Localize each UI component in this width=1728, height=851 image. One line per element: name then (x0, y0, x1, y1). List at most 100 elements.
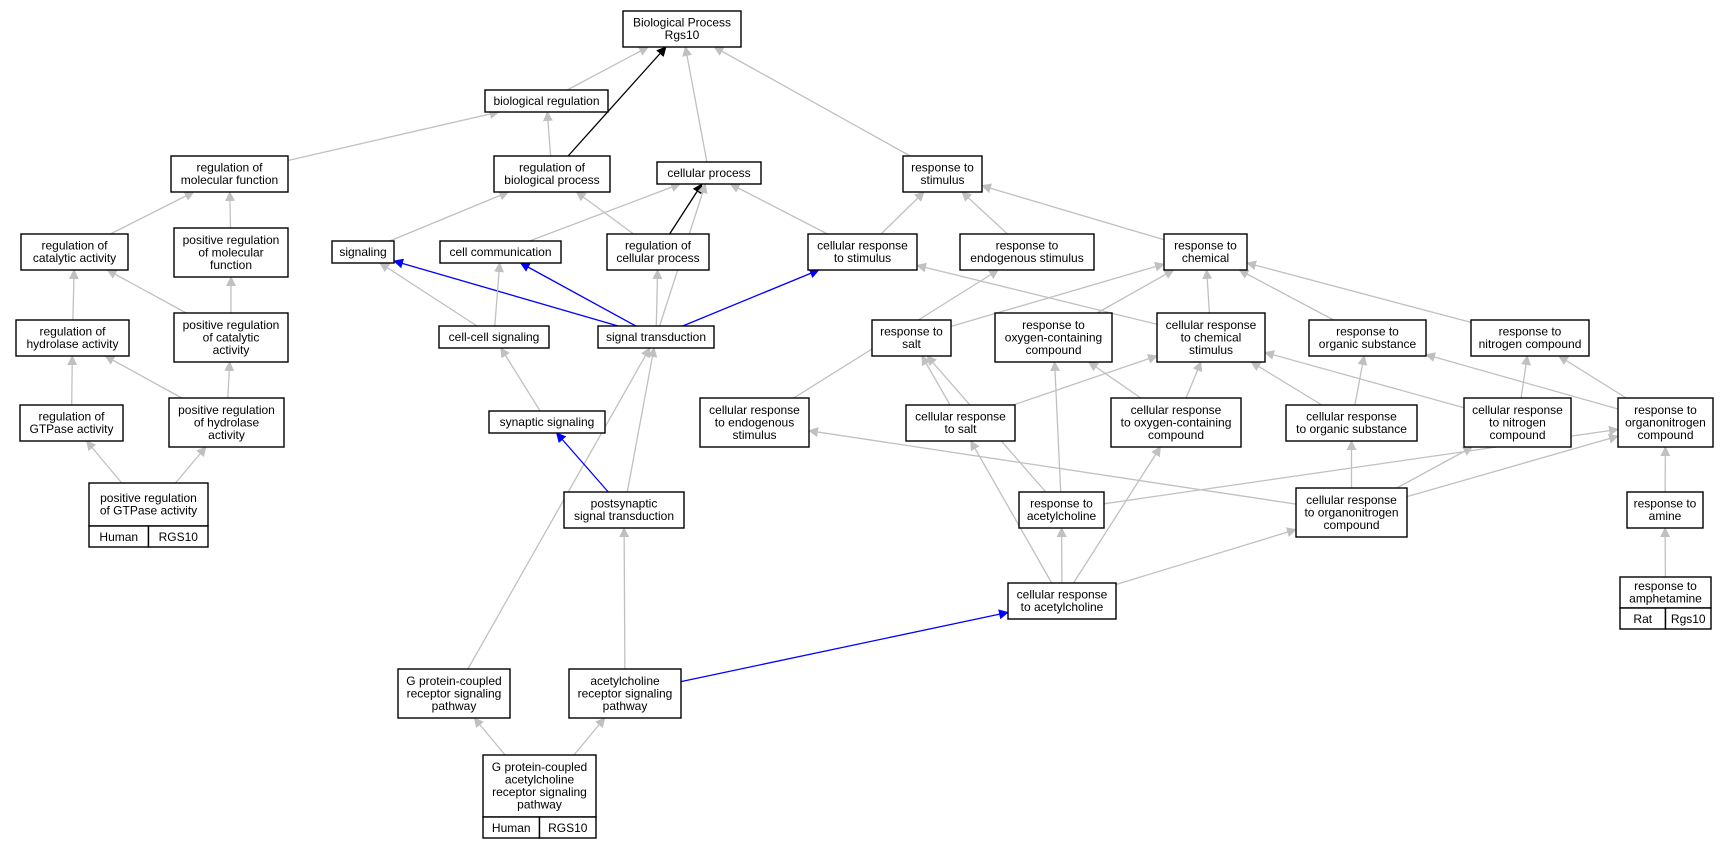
edge-resp_organonitro-to-resp_nitro (1558, 355, 1627, 399)
go-term-signal-transduction[interactable]: signal transduction (597, 325, 715, 349)
term-label-line: positive regulation (183, 233, 280, 247)
edge-cell_resp_oxy-to-cell_resp_chem (1185, 361, 1203, 399)
edge-cell_resp_salt-to-cell_resp_chem (1012, 354, 1158, 406)
edge-syn_sig-to-cc_signaling (500, 347, 541, 412)
edge-resp_organonitro-to-resp_org (1425, 352, 1619, 410)
term-label-line: to endogenous (715, 415, 794, 429)
term-box (568, 668, 682, 719)
term-label-line: to nitrogen (1489, 415, 1546, 429)
go-term-synaptic-signaling[interactable]: synaptic signaling (488, 410, 606, 434)
edge-sig_trans-to-reg_cell_proc (652, 269, 663, 327)
term-label-line: regulation of (41, 239, 108, 253)
term-label-line: cellular response (709, 403, 800, 417)
term-label-line: signaling (339, 245, 386, 259)
term-label-line: positive regulation (183, 318, 280, 332)
term-label-line: signal transduction (606, 330, 706, 344)
term-label-line: response to (1174, 239, 1237, 253)
term-label-line: cellular response (1306, 410, 1397, 424)
edge-cell_resp_organonitro-to-cell_resp_nitro (1396, 446, 1474, 489)
term-box (482, 754, 597, 818)
edge-pos_reg_gtpase-to-reg_gtpase (85, 440, 123, 484)
edge-postsyn-to-sig_trans (626, 347, 658, 493)
go-term-cell-cell-signaling[interactable]: cell-cell signaling (438, 325, 550, 349)
term-label-line: cellular response (1131, 403, 1222, 417)
term-box (871, 319, 952, 357)
term-box (1156, 312, 1266, 363)
term-label-line: response to (880, 325, 943, 339)
term-box (1110, 397, 1242, 448)
term-box (438, 325, 550, 349)
term-label-line: pathway (517, 798, 562, 812)
tag-label: RGS10 (548, 821, 588, 835)
term-label-line: G protein-coupled (492, 760, 587, 774)
edge-cell_proc-to-root (682, 46, 708, 163)
tag-label: RGS10 (159, 530, 199, 544)
go-term-cell-communication[interactable]: cell communication (439, 240, 562, 264)
term-label-line: to organonitrogen (1304, 505, 1398, 519)
term-box (606, 233, 710, 271)
go-term-cellular-process[interactable]: cellular process (656, 161, 762, 185)
edge-reg_bio_proc-to-root (567, 46, 667, 157)
term-box (173, 227, 289, 278)
term-label-line: Rgs10 (665, 28, 700, 42)
term-label-line: compound (1148, 428, 1204, 442)
term-box (1463, 397, 1572, 448)
edge-resp_salt-to-resp_chem (950, 261, 1165, 328)
term-label-line: stimulus (1189, 343, 1233, 357)
go-term-signaling[interactable]: signaling (331, 240, 395, 264)
term-label-line: receptor signaling (492, 785, 587, 799)
edge-reg_cat-to-reg_mol_fn (110, 191, 195, 235)
term-box (994, 312, 1113, 363)
term-label-line: regulation of (38, 410, 105, 424)
term-box (15, 319, 130, 357)
go-term-biological-regulation[interactable]: biological regulation (484, 89, 609, 113)
term-label-line: cell communication (449, 245, 551, 259)
term-label-line: to organic substance (1296, 422, 1407, 436)
term-label-line: cellular response (1472, 403, 1563, 417)
edge-cell_resp_ach-to-cell_resp_oxy (1072, 446, 1161, 584)
term-label-line: regulation of (39, 325, 106, 339)
edge-pos_reg_cat-to-reg_cat (106, 269, 187, 314)
edge-resp_stim-to-root (713, 46, 911, 157)
term-box (1295, 487, 1408, 538)
edge-bio_reg-to-root (566, 46, 649, 91)
term-label-line: cellular response (1306, 493, 1397, 507)
term-label-line: activity (208, 428, 245, 442)
term-label-line: biological regulation (493, 94, 599, 108)
